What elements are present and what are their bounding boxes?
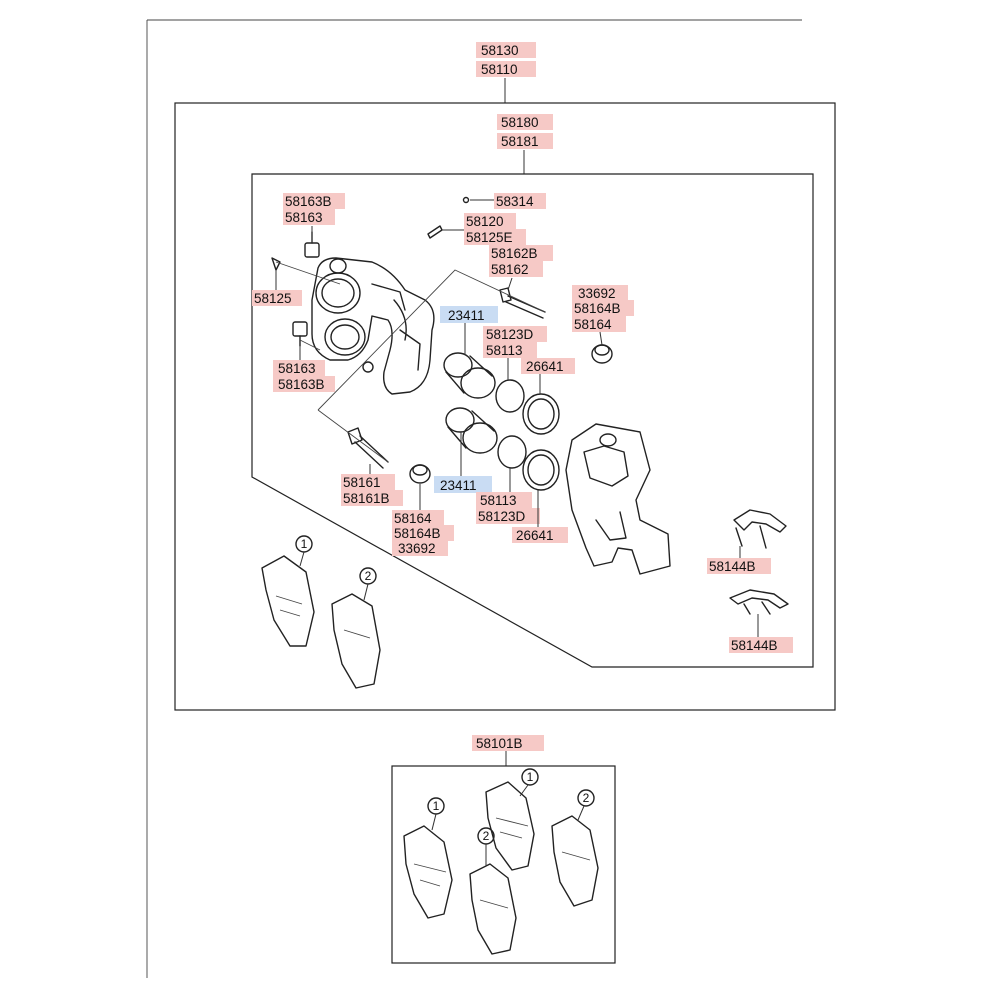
svg-text:58113: 58113 [480, 493, 517, 508]
svg-text:58123D: 58123D [486, 327, 534, 342]
piston-upper [443, 352, 496, 399]
callout-seal-lower[interactable]: 58113 58123D [476, 492, 540, 524]
brake-pad-1 [261, 555, 315, 647]
callout-clip-upper[interactable]: 58144B [707, 558, 771, 574]
caliper-bolt-lower [292, 321, 308, 347]
svg-text:26641: 26641 [526, 359, 564, 374]
caliper-bracket [565, 423, 671, 575]
svg-text:58164B: 58164B [394, 526, 441, 541]
svg-text:1: 1 [301, 537, 308, 551]
assembly-number-58110: 58110 [481, 62, 518, 77]
guide-pin-lower [347, 427, 389, 469]
seal-upper [495, 379, 525, 413]
caliper-frame [251, 173, 814, 668]
caliper-number-58180: 58180 [501, 115, 539, 130]
svg-text:1: 1 [433, 799, 440, 813]
leader-guide-pin-upper [507, 277, 513, 291]
callout-bleeder-cap[interactable]: 58314 [494, 193, 546, 209]
svg-text:58144B: 58144B [709, 559, 756, 574]
assembly-number-58130: 58130 [481, 43, 519, 58]
svg-text:58144B: 58144B [731, 638, 778, 653]
caliper-number-58181: 58181 [501, 134, 539, 149]
assembly-frame [174, 102, 836, 711]
callout-bleeder[interactable]: 58120 58125E [464, 213, 526, 245]
assembly-label-top[interactable]: 58130 58110 [476, 42, 536, 77]
svg-text:2: 2 [365, 569, 372, 583]
svg-text:58163B: 58163B [285, 194, 332, 209]
callout-guide-pin-upper[interactable]: 58162B 58162 [489, 245, 553, 277]
svg-text:33692: 33692 [398, 541, 436, 556]
callout-piston-upper[interactable]: 23411 [440, 306, 498, 323]
pad-kit-label[interactable]: 58101B [472, 735, 544, 751]
svg-text:58314: 58314 [496, 194, 534, 209]
svg-text:58164B: 58164B [574, 301, 621, 316]
svg-text:58125E: 58125E [466, 230, 513, 245]
callout-boot-lower[interactable]: 26641 [512, 527, 568, 543]
svg-text:58161B: 58161B [343, 491, 390, 506]
svg-text:2: 2 [583, 791, 590, 805]
svg-text:58125: 58125 [254, 291, 292, 306]
kit-pad-2a: 2 [469, 827, 517, 955]
piston-lower [445, 407, 498, 454]
svg-text:58163: 58163 [285, 210, 323, 225]
callout-nut-lower[interactable]: 58164 58164B 33692 [392, 510, 454, 556]
brake-pad-2 [331, 593, 381, 689]
svg-text:58162B: 58162B [491, 246, 538, 261]
svg-text:2: 2 [483, 829, 490, 843]
kit-pad-1b: 1 [485, 768, 539, 871]
callout-piston-lower[interactable]: 23411 [434, 476, 492, 493]
leader-nut-right [599, 331, 603, 346]
nut-lower [409, 464, 431, 484]
kit-pad-2b: 2 [551, 789, 599, 907]
kit-pad-1a: 1 [403, 797, 453, 919]
svg-text:58101B: 58101B [476, 736, 523, 751]
callout-bleeder-left[interactable]: 58125 [252, 290, 302, 306]
svg-text:58163B: 58163B [278, 377, 325, 392]
svg-text:23411: 23411 [440, 478, 477, 493]
callout-clip-lower[interactable]: 58144B [729, 637, 793, 653]
callout-boot-upper[interactable]: 26641 [521, 358, 575, 374]
anti-rattle-clip-upper [733, 509, 787, 549]
brake-pad-2-marker: 2 [359, 567, 377, 601]
callout-bolt-upper[interactable]: 58163B 58163 [283, 193, 345, 225]
anti-rattle-clip-lower [729, 589, 789, 615]
callout-nut-right[interactable]: 33692 58164B 58164 [572, 285, 634, 332]
svg-text:26641: 26641 [516, 528, 554, 543]
svg-text:58164: 58164 [394, 511, 432, 526]
svg-text:33692: 33692 [578, 286, 616, 301]
assembly-guide-lines [275, 261, 546, 463]
svg-text:23411: 23411 [448, 308, 485, 323]
nut-right [591, 344, 613, 364]
svg-text:1: 1 [527, 770, 534, 784]
svg-text:58162: 58162 [491, 262, 529, 277]
seal-lower [497, 435, 527, 469]
caliper-housing [311, 257, 435, 395]
callout-seal-upper[interactable]: 58123D 58113 [483, 326, 547, 358]
svg-text:58120: 58120 [466, 214, 504, 229]
caliper-label[interactable]: 58180 58181 [497, 114, 553, 149]
svg-text:58164: 58164 [574, 317, 612, 332]
boot-lower [522, 449, 560, 491]
svg-text:58163: 58163 [278, 361, 316, 376]
bleeder-screw-left [271, 257, 281, 271]
svg-text:58123D: 58123D [478, 509, 526, 524]
bleeder-screw [427, 196, 470, 239]
pad-kit-frame [391, 765, 616, 964]
guide-pin-upper [499, 287, 546, 319]
boot-upper [522, 393, 560, 435]
svg-text:58161: 58161 [343, 475, 381, 490]
brake-pad-1-marker: 1 [295, 535, 313, 567]
callout-bolt-lower[interactable]: 58163 58163B [273, 360, 335, 392]
callout-guide-pin-lower[interactable]: 58161 58161B [341, 474, 403, 506]
svg-text:58113: 58113 [486, 343, 523, 358]
